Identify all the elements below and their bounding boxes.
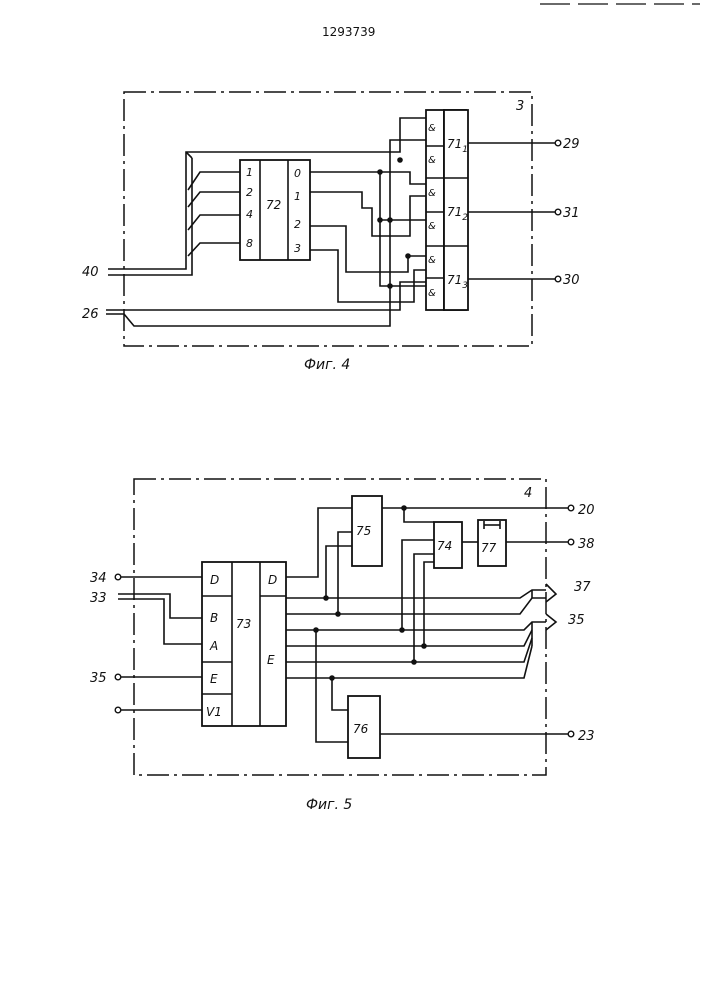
- decoder-label: 72: [266, 198, 281, 212]
- decoder-input-8: 8: [246, 237, 253, 250]
- output-30-label: 30: [563, 273, 580, 288]
- fig4-frame-label: 3: [516, 99, 524, 114]
- input-35-terminal: [115, 674, 121, 680]
- output-37-label: 37: [574, 580, 591, 595]
- fig5-frame-label: 4: [524, 486, 532, 501]
- block-73: 73 D B A E V1 D E: [202, 562, 286, 726]
- decoder-input-4: 4: [246, 208, 253, 221]
- and-gate-5-symbol: &: [428, 255, 436, 266]
- block-76-label: 76: [353, 722, 369, 736]
- output-38-label: 38: [578, 537, 595, 552]
- decoder-output-1: 1: [294, 190, 301, 203]
- block-73-input-b: B: [210, 611, 218, 625]
- block-75: 75: [352, 496, 382, 566]
- decoder-output-0: 0: [294, 167, 301, 180]
- output-29-terminal: [555, 140, 561, 146]
- block-73-input-v1: V1: [206, 705, 222, 719]
- block-74: 74: [434, 522, 462, 568]
- decoder-output-3: 3: [294, 242, 301, 255]
- decoder-input-2: 2: [246, 186, 253, 199]
- output-20-label: 20: [578, 503, 595, 518]
- decoder-72: 72 1 2 4 8 0 1 2 3: [240, 160, 310, 260]
- and-gate-column: & & & & & &: [426, 110, 444, 310]
- fig4-caption: Фиг. 4: [304, 357, 350, 373]
- decoder-output-2: 2: [294, 218, 301, 231]
- input-35-label: 35: [90, 671, 107, 686]
- fig5-diagram: 4 73 D B A E V1 D E 34 33 35: [90, 479, 595, 813]
- output-20-terminal: [568, 505, 574, 511]
- block-73-input-a: A: [209, 639, 218, 653]
- output-29-label: 29: [563, 137, 580, 152]
- block-73-input-e: E: [210, 672, 218, 686]
- output-30-terminal: [555, 276, 561, 282]
- and-gate-3-symbol: &: [428, 188, 436, 199]
- block-73-output-e: E: [267, 653, 275, 667]
- output-31-label: 31: [563, 206, 580, 221]
- block-77: 77: [478, 520, 506, 566]
- input-34-label: 34: [90, 571, 107, 586]
- block-75-label: 75: [356, 524, 371, 538]
- input-34-terminal: [115, 574, 121, 580]
- and-gate-6-symbol: &: [428, 288, 436, 299]
- output-38-terminal: [568, 539, 574, 545]
- input-33-label: 33: [90, 591, 107, 606]
- input-v1-terminal: [115, 707, 121, 713]
- fig5-caption: Фиг. 5: [306, 797, 352, 813]
- patent-number: 1293739: [322, 25, 375, 39]
- decoder-input-1: 1: [246, 166, 253, 179]
- output-31-terminal: [555, 209, 561, 215]
- block-74-label: 74: [437, 539, 452, 553]
- block-73-label: 73: [236, 617, 251, 631]
- block-76: 76: [348, 696, 380, 758]
- and-gate-1-symbol: &: [428, 123, 436, 134]
- block-77-label: 77: [481, 541, 497, 555]
- input-26-label: 26: [82, 307, 99, 322]
- input-bus-40-label: 40: [82, 265, 99, 280]
- output-23-terminal: [568, 731, 574, 737]
- and-gate-2-symbol: &: [428, 155, 436, 166]
- and-gate-4-symbol: &: [428, 221, 436, 232]
- block-73-input-d: D: [210, 573, 219, 587]
- fig4-diagram: 3 72 1 2 4 8 0 1 2 3 40 26: [82, 92, 580, 373]
- output-23-label: 23: [578, 729, 595, 744]
- block-73-output-d: D: [268, 573, 277, 587]
- trigger-71-column: 711 712 713: [444, 110, 468, 310]
- output-35-label: 35: [568, 613, 585, 628]
